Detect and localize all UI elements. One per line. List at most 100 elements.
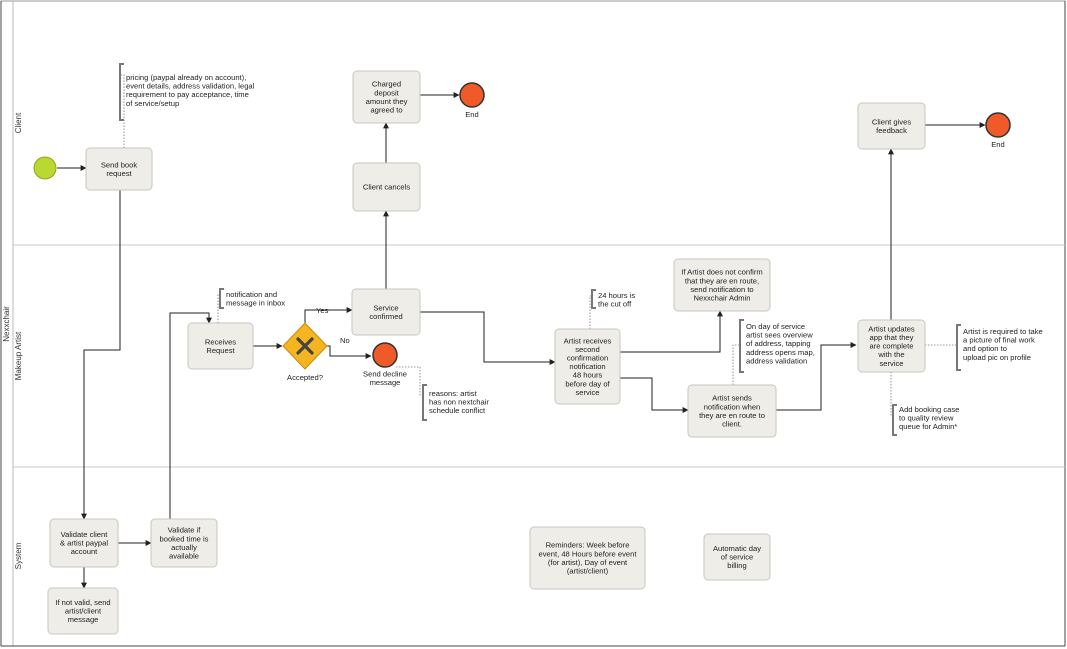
text-line: confirmed bbox=[369, 312, 402, 321]
text-line: notification when bbox=[704, 402, 761, 411]
text-line: confirmation bbox=[567, 354, 608, 363]
text-line: Send decline bbox=[363, 369, 407, 378]
lane-label-makeup-artist: Makeup Artist bbox=[14, 331, 23, 380]
annotation-bracket-cutoff bbox=[591, 289, 596, 309]
flow-send-request-to-validate bbox=[81, 190, 121, 520]
text-line: (artist/client) bbox=[567, 567, 609, 576]
text-line: Receives bbox=[205, 337, 236, 346]
association-admin-queue bbox=[890, 372, 893, 416]
text-line: Add booking case bbox=[899, 405, 959, 414]
start-event[interactable] bbox=[33, 156, 57, 180]
text-line: Send book bbox=[101, 160, 138, 169]
annotation-bracket-pricing bbox=[119, 63, 124, 121]
text-line: pricing (paypal already on account), bbox=[126, 73, 246, 82]
text-line: available bbox=[169, 552, 199, 561]
text-line: If Artist does not confirm bbox=[681, 268, 762, 277]
annotation-brackets bbox=[119, 63, 961, 436]
text-line: schedule conflict bbox=[429, 406, 486, 415]
text-line: 24 hours is bbox=[598, 291, 635, 300]
text-line: deposit bbox=[374, 88, 399, 97]
text-line: requirement to pay acceptance, time bbox=[126, 90, 249, 99]
text-line: Request bbox=[206, 346, 235, 355]
text-line: message bbox=[370, 378, 401, 387]
annotations: pricing (paypal already on account),even… bbox=[126, 73, 1043, 431]
text-line: billing bbox=[727, 561, 746, 570]
text-line: feedback bbox=[876, 126, 907, 135]
text-line: Artist receives bbox=[564, 336, 612, 345]
text-line: account bbox=[71, 547, 98, 556]
end-event-after-feedback[interactable]: End bbox=[985, 112, 1011, 149]
text-line: service bbox=[879, 359, 903, 368]
pool-label: Nexxchair bbox=[2, 306, 11, 342]
gateway-label: Accepted? bbox=[287, 373, 323, 382]
text-line: a picture of final work bbox=[963, 336, 1035, 345]
text-line: Artist is required to take bbox=[963, 327, 1043, 336]
text-line: of service/setup bbox=[126, 99, 179, 108]
sequence-flows bbox=[57, 92, 986, 589]
text-line: 48 hours bbox=[573, 371, 603, 380]
end-event-after-deposit[interactable]: End bbox=[459, 82, 485, 119]
text-line: second bbox=[575, 345, 600, 354]
annotation-bracket-notification bbox=[219, 288, 224, 309]
flow-gateway-yes bbox=[304, 307, 353, 323]
association-notification bbox=[217, 294, 220, 323]
annotation-bracket-overview bbox=[739, 319, 744, 373]
text-line: service bbox=[575, 388, 599, 397]
gateway-no-label: No bbox=[340, 336, 350, 345]
text-line: has non nextchair bbox=[429, 398, 489, 407]
annotation-pricing: pricing (paypal already on account),even… bbox=[126, 73, 255, 108]
gateway-x-icon bbox=[296, 337, 314, 355]
associations bbox=[120, 74, 957, 416]
text-line: message in inbox bbox=[226, 299, 285, 308]
flow-confirmed-to-second-notification bbox=[420, 311, 556, 365]
text-line: artist/client bbox=[65, 607, 102, 616]
task-client-cancels[interactable]: Client cancels bbox=[352, 162, 421, 212]
text-line: Validate if bbox=[168, 526, 202, 535]
text-line: message bbox=[68, 615, 99, 624]
text-line: that they are en route, bbox=[685, 276, 759, 285]
text-line: address opens map, bbox=[746, 348, 815, 357]
annotation-bracket-admin-queue bbox=[892, 404, 897, 436]
text-line: Artist updates bbox=[868, 324, 915, 333]
text-line: send notification to bbox=[690, 285, 753, 294]
text-line: artist sees overview bbox=[746, 331, 813, 340]
text-line: Charged bbox=[372, 80, 401, 89]
text-line: amount they bbox=[366, 97, 408, 106]
text-line: of address, tapping bbox=[746, 339, 811, 348]
text-line: booked time is bbox=[160, 534, 209, 543]
gateway-accepted[interactable]: Accepted? Yes No bbox=[282, 306, 350, 382]
lane-label-system: System bbox=[14, 542, 23, 569]
text-line: are complete bbox=[870, 342, 914, 351]
flow-time-to-receives bbox=[169, 312, 212, 519]
annotation-bracket-picture bbox=[956, 324, 961, 371]
text-line: notification bbox=[569, 362, 605, 371]
text-line: Reminders: Week before bbox=[546, 541, 630, 550]
